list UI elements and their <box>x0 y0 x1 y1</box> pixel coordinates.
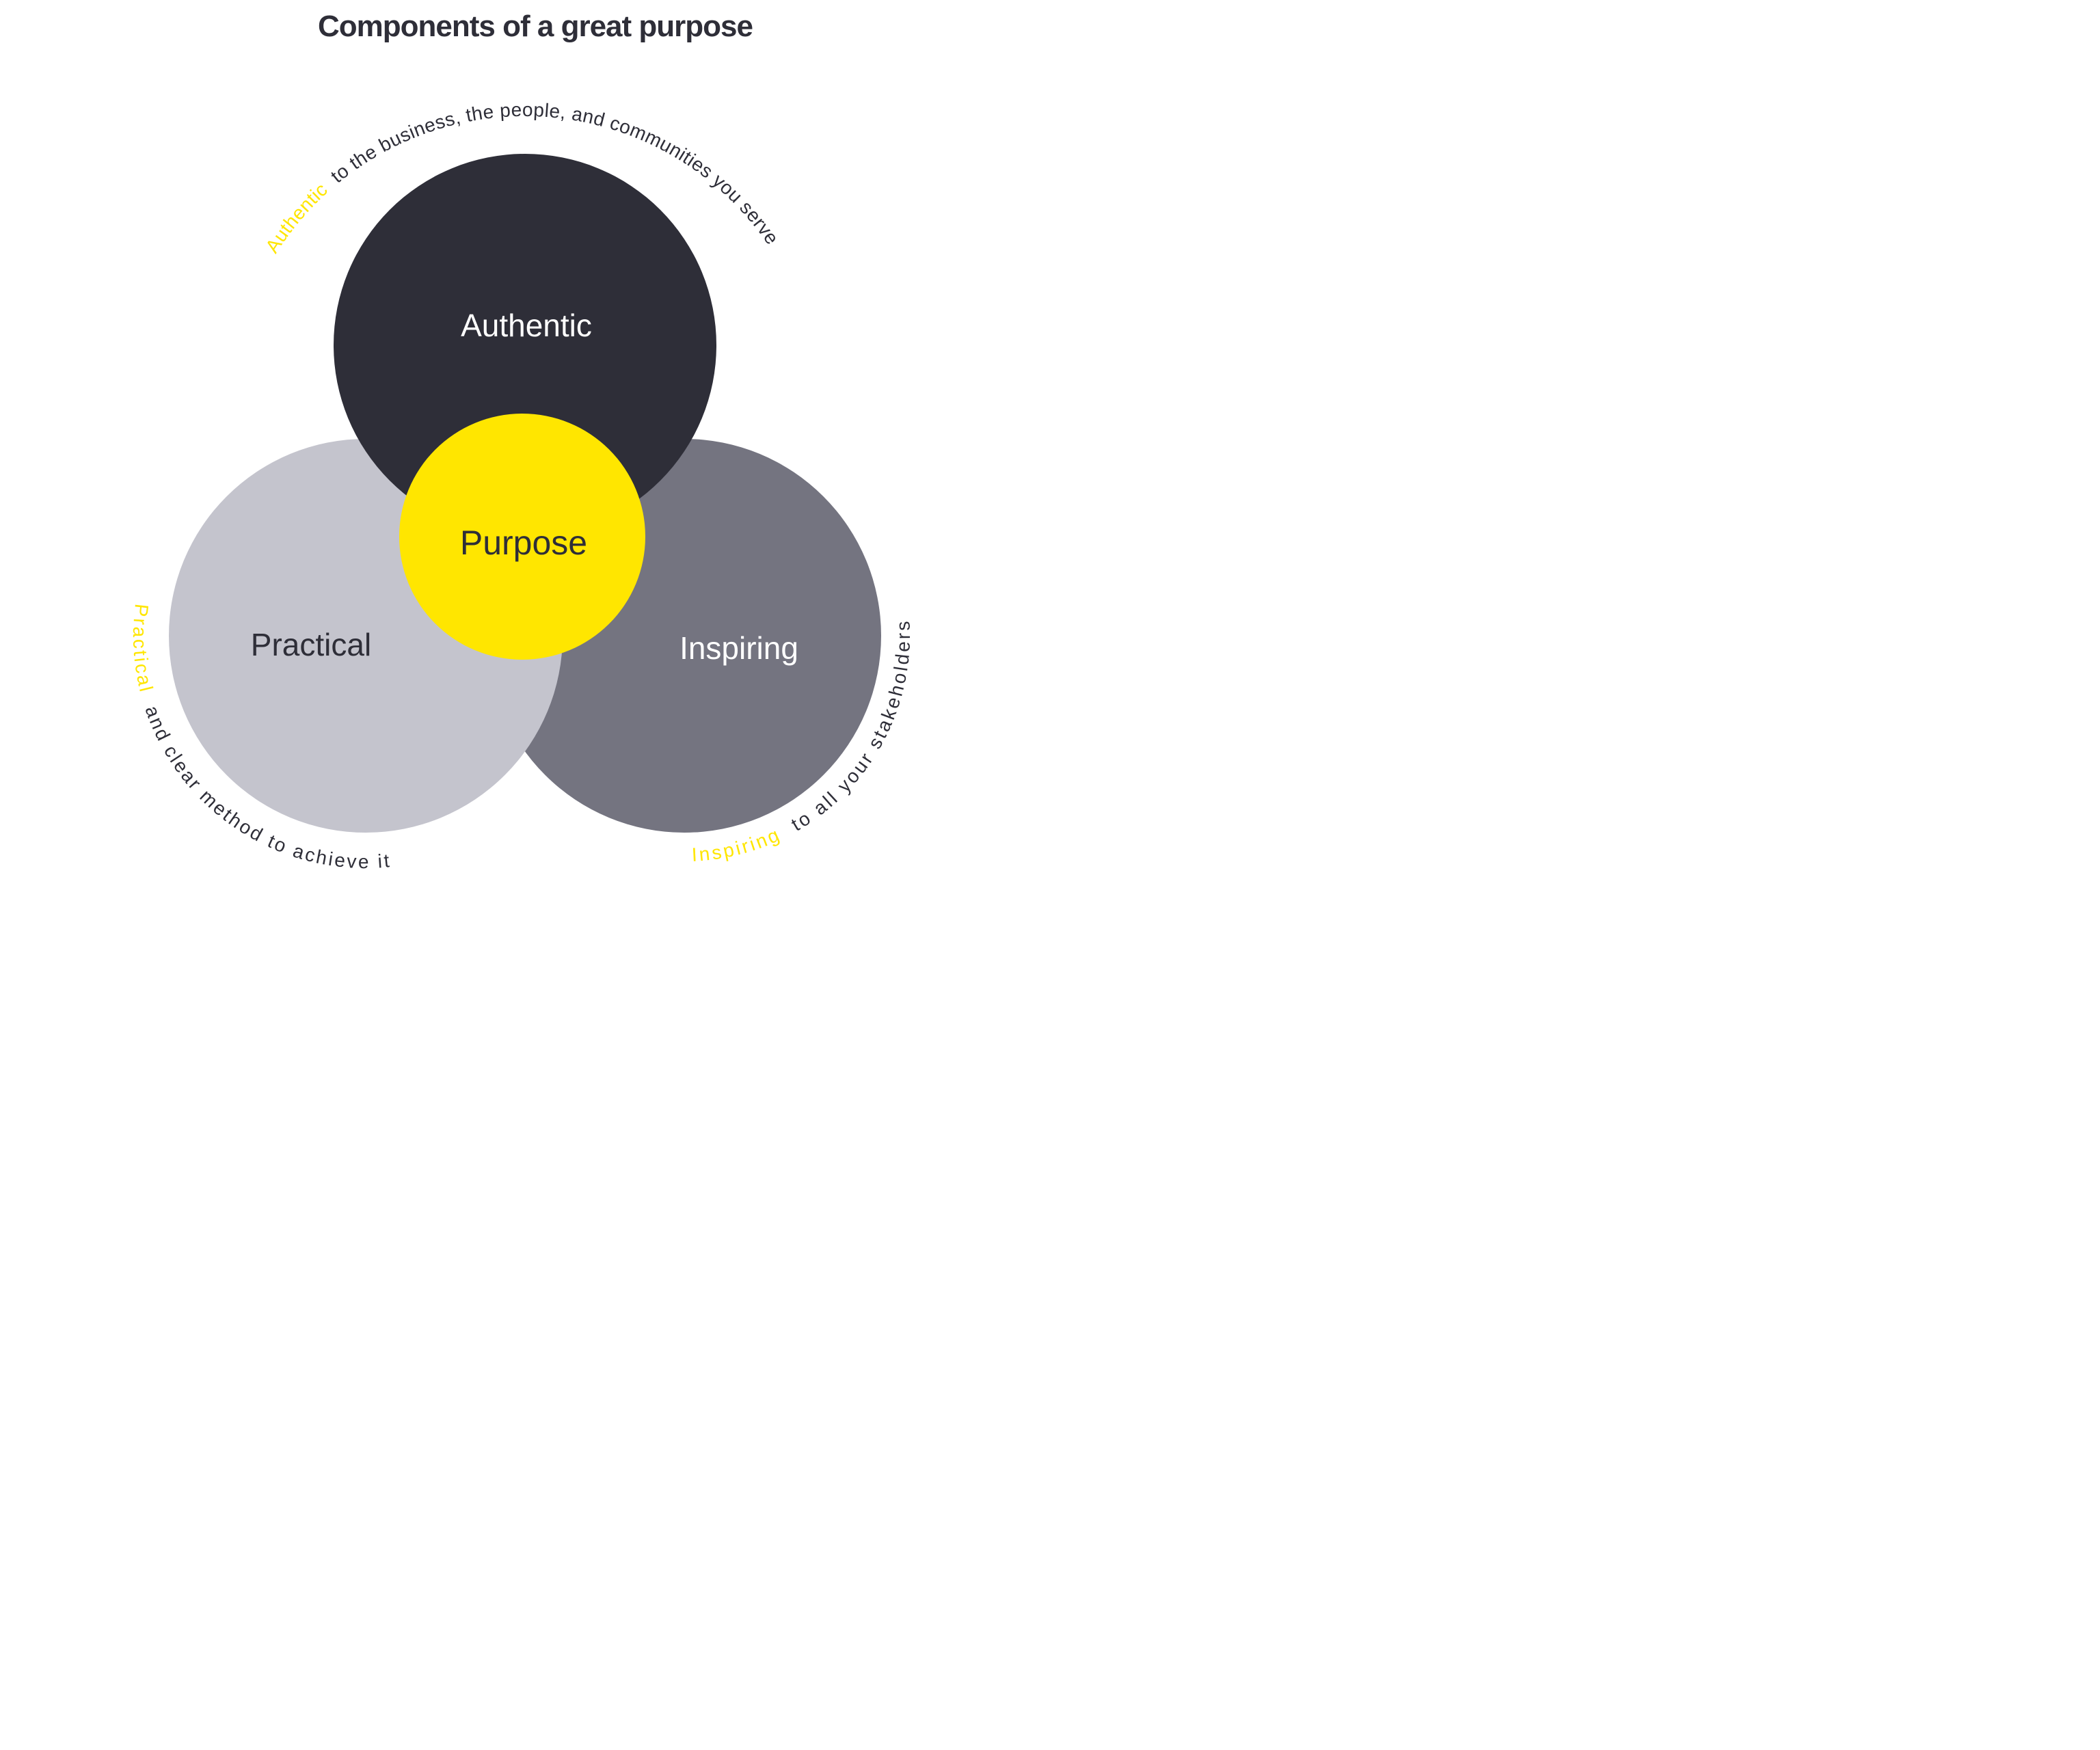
arc-practical-highlight: Practical <box>129 603 157 696</box>
label-practical: Practical <box>251 627 371 662</box>
circle-authentic <box>334 154 716 537</box>
infographic-canvas: Components of a great purpose Authentic … <box>0 0 1050 875</box>
label-authentic: Authentic <box>461 308 592 343</box>
circle-purpose <box>399 414 645 660</box>
arc-authentic-highlight: Authentic <box>261 178 332 256</box>
page-title: Components of a great purpose <box>318 10 753 43</box>
label-purpose: Purpose <box>460 524 587 562</box>
label-inspiring: Inspiring <box>679 630 798 666</box>
venn-diagram: Authentic Practical Inspiring Purpose Au… <box>129 99 912 872</box>
